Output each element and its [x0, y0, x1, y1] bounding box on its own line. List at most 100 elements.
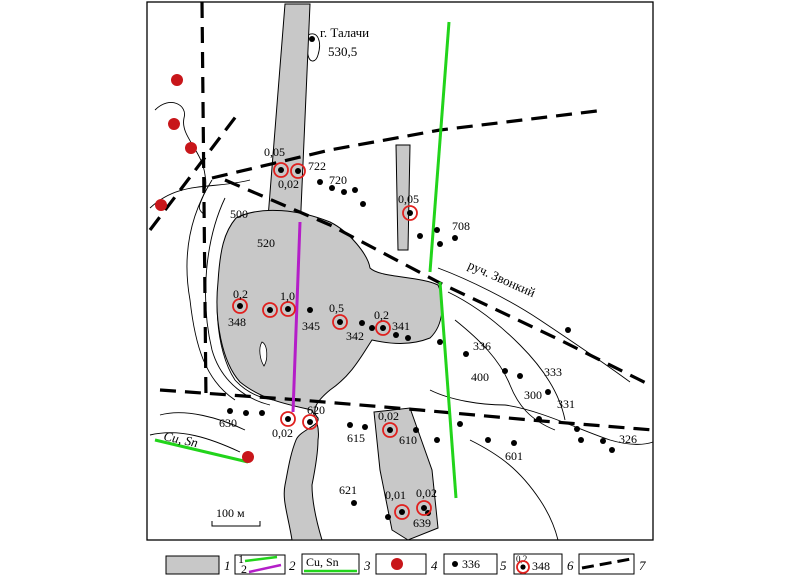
sample-dot — [329, 185, 335, 191]
ringed-point — [332, 314, 348, 330]
red-occurrence-points — [155, 74, 254, 463]
point-number: 610 — [399, 433, 417, 447]
legend-line-sub: 1 — [238, 552, 244, 566]
legend-swatch-gray-body — [165, 555, 220, 575]
sample-points — [227, 36, 615, 520]
sample-value: 0,5 — [329, 301, 344, 315]
sample-dot — [600, 438, 606, 444]
legend-ring — [516, 560, 530, 574]
ringed-point — [302, 414, 318, 430]
summit-elevation: 530,5 — [328, 44, 357, 59]
legend: 1 1 2 2 Cu, Sn 3 4 336 5 0,2 348 6 7 — [165, 552, 646, 576]
legend-swatch-cusn — [301, 553, 360, 575]
ringed-point — [280, 301, 296, 317]
sample-dot — [385, 514, 391, 520]
contour-label: 520 — [257, 236, 275, 250]
point-number: 639 — [413, 516, 431, 530]
sample-dot — [393, 332, 399, 338]
ringed-point — [290, 163, 306, 179]
point-number: 336 — [473, 339, 491, 353]
sample-dot — [309, 36, 315, 42]
sample-dot — [413, 427, 419, 433]
point-number: 615 — [347, 431, 365, 445]
legend-ring-number: 348 — [532, 559, 550, 573]
sample-dot — [437, 339, 443, 345]
point-number: 621 — [339, 483, 357, 497]
point-number: 345 — [302, 319, 320, 333]
legend-number: 1 — [224, 558, 231, 573]
sample-dot — [434, 227, 440, 233]
sample-value: 0,2 — [374, 308, 389, 322]
sample-dot — [457, 421, 463, 427]
sample-dot — [341, 189, 347, 195]
purple-line — [291, 221, 302, 413]
fault-upper — [211, 108, 606, 180]
gray-dyke-east — [395, 144, 411, 251]
point-number: 722 — [308, 159, 326, 173]
sample-dot — [485, 437, 491, 443]
point-number: 708 — [452, 219, 470, 233]
sample-dot — [545, 389, 551, 395]
legend-green-line — [244, 555, 278, 563]
legend-number: 6 — [567, 558, 574, 573]
sample-value: 1,0 — [280, 289, 295, 303]
legend-number: 5 — [500, 558, 507, 573]
sample-dot — [502, 368, 508, 374]
point-number: 326 — [619, 432, 637, 446]
sample-dot — [307, 307, 313, 313]
point-number: 630 — [219, 416, 237, 430]
legend-number: 3 — [363, 558, 371, 573]
sample-value: 0,01 — [385, 488, 406, 502]
sample-dot — [362, 424, 368, 430]
sample-value: 0,02 — [378, 409, 399, 423]
sample-dot — [351, 500, 357, 506]
ringed-point — [375, 320, 391, 336]
summit-name: г. Талачи — [320, 25, 369, 40]
sample-dot — [227, 408, 233, 414]
point-number: 331 — [557, 397, 575, 411]
sample-dot — [437, 241, 443, 247]
red-point — [155, 199, 167, 211]
red-point — [185, 142, 197, 154]
sample-value: 0,02 — [272, 426, 293, 440]
sample-dot — [369, 325, 375, 331]
sample-dot — [405, 335, 411, 341]
ringed-point — [262, 302, 278, 318]
sample-dot — [417, 233, 423, 239]
ringed-sample-points — [232, 162, 432, 520]
scale-label: 100 м — [216, 506, 245, 520]
sample-value: 0,05 — [264, 145, 285, 159]
sample-dot — [317, 179, 323, 185]
sample-dot — [609, 447, 615, 453]
sample-dot — [578, 437, 584, 443]
legend-swatch-ring — [513, 553, 563, 575]
ringed-point — [382, 422, 398, 438]
sample-dot — [352, 187, 358, 193]
legend-number: 2 — [289, 558, 296, 573]
sample-value: 0,05 — [398, 192, 419, 206]
point-number: 300 — [524, 388, 542, 402]
legend-purple-line — [248, 563, 282, 574]
sample-dot — [243, 410, 249, 416]
red-point — [168, 118, 180, 130]
sample-value: 0,02 — [278, 177, 299, 191]
sample-dot — [565, 327, 571, 333]
cu-sn-label: Cu, Sn — [162, 428, 199, 450]
sample-dot — [452, 235, 458, 241]
profile-lines — [154, 21, 458, 499]
sample-value: 0,02 — [416, 486, 437, 500]
point-number: 341 — [392, 319, 410, 333]
ringed-point — [394, 504, 410, 520]
sample-dot — [359, 320, 365, 326]
sample-dot — [434, 437, 440, 443]
red-point — [242, 451, 254, 463]
legend-swatch-dot — [443, 553, 498, 575]
legend-ring-dot — [520, 564, 526, 570]
ringed-point — [273, 162, 289, 178]
sample-dot — [259, 410, 265, 416]
legend-cusn-label: Cu, Sn — [306, 555, 339, 569]
ringed-point — [402, 205, 418, 221]
red-point — [171, 74, 183, 86]
green-line-cusn — [154, 438, 249, 464]
